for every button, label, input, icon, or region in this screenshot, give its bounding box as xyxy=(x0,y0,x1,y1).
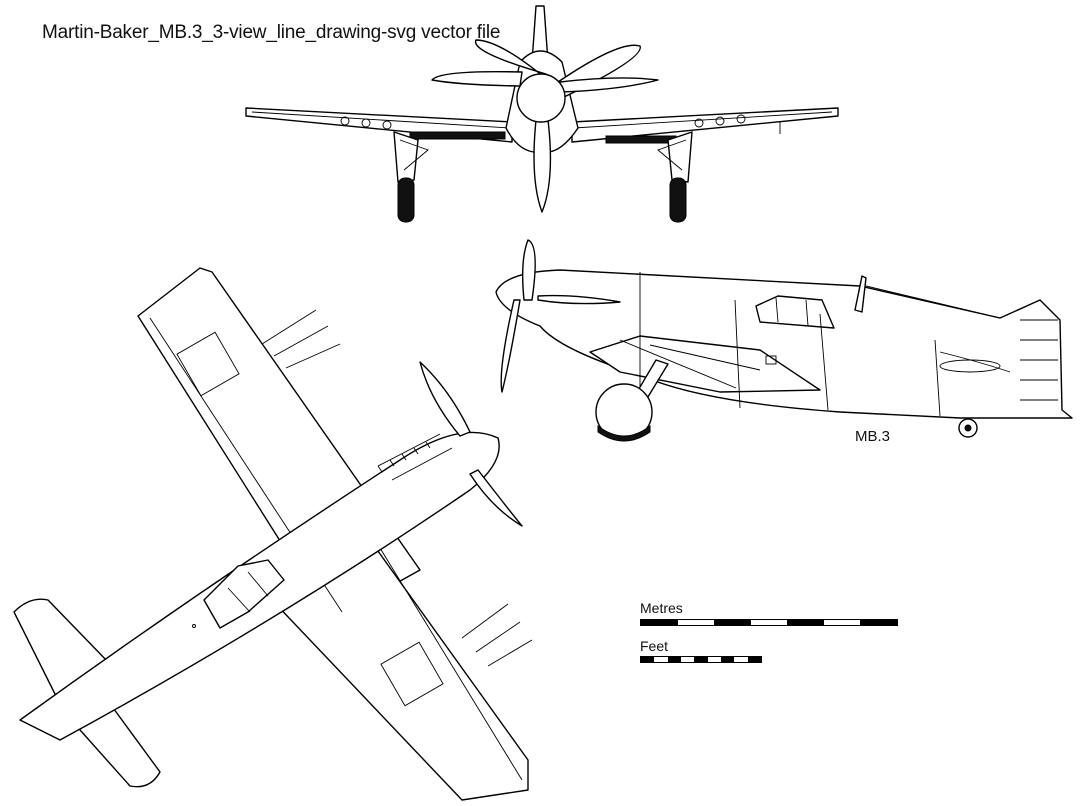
metres-scale-bar xyxy=(640,619,898,626)
scale-segment xyxy=(714,620,751,625)
scale-segment xyxy=(860,620,897,625)
metres-label: Metres xyxy=(640,600,683,616)
side-view xyxy=(495,239,1073,442)
front-view xyxy=(245,5,839,223)
scale-segment xyxy=(734,657,748,662)
scale-segment xyxy=(823,620,861,625)
scale-segment xyxy=(747,657,761,662)
scale-segment xyxy=(680,657,695,662)
feet-scale-bar xyxy=(640,656,762,663)
drawing-title: Martin-Baker_MB.3_3-view_line_drawing-sv… xyxy=(42,22,501,43)
scale-segment xyxy=(654,657,668,662)
scale-segment xyxy=(707,657,721,662)
scale-segment xyxy=(720,657,735,662)
scale-segment xyxy=(750,620,788,625)
scale-segment xyxy=(641,657,655,662)
scale-segment xyxy=(694,657,708,662)
scale-segment xyxy=(677,620,715,625)
aircraft-label: MB.3 xyxy=(855,428,891,445)
scale-segment xyxy=(667,657,681,662)
scale-segment xyxy=(641,620,678,625)
top-view xyxy=(13,267,533,801)
feet-label: Feet xyxy=(640,638,669,654)
scale-segment xyxy=(787,620,824,625)
